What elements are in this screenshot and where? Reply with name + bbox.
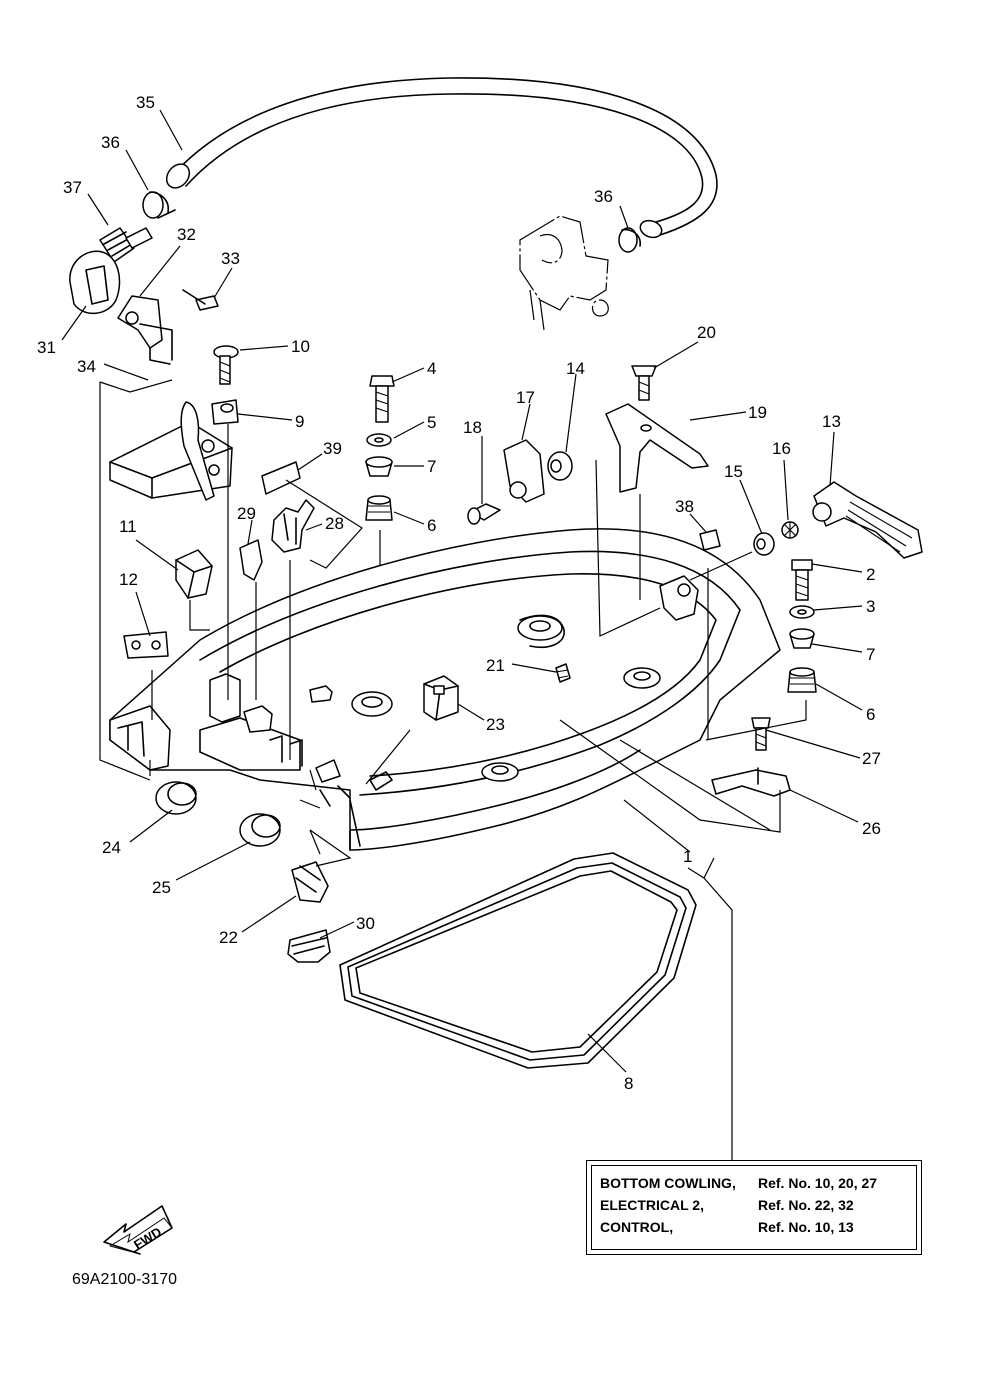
- reference-group: BOTTOM COWLING,: [600, 1175, 736, 1191]
- callout-26: 26: [862, 819, 881, 838]
- callout-7-right: 7: [866, 645, 875, 664]
- mount-hardware-center: [365, 375, 395, 700]
- callout-39: 39: [323, 439, 342, 458]
- callout-2: 2: [866, 565, 875, 584]
- lever-bracket-left: [109, 345, 239, 501]
- callout-29: 29: [237, 504, 256, 523]
- callout-28: 28: [325, 514, 344, 533]
- callout-6-center: 6: [427, 516, 436, 535]
- callout-1: 1: [683, 847, 692, 866]
- callout-17: 17: [516, 388, 535, 407]
- callout-4: 4: [427, 359, 436, 378]
- callout-10: 10: [291, 337, 310, 356]
- fwd-arrow-icon: FWD: [103, 1205, 173, 1255]
- callout-leaders: [61, 109, 863, 1160]
- callout-15: 15: [724, 462, 743, 481]
- callout-36-right: 36: [594, 187, 613, 206]
- callout-8: 8: [624, 1074, 633, 1093]
- diagram-code: 69A2100-3170: [72, 1271, 177, 1288]
- plugs-22-24-25-30: [155, 781, 331, 963]
- callout-38: 38: [675, 497, 694, 516]
- callout-14: 14: [566, 359, 585, 378]
- callout-24: 24: [102, 838, 121, 857]
- carburetor-reference: [519, 215, 641, 331]
- label-39: [261, 461, 301, 495]
- callout-16: 16: [772, 439, 791, 458]
- callout-33: 33: [221, 249, 240, 268]
- seal-8: [339, 852, 697, 1069]
- control-parts-right: [467, 365, 923, 559]
- fuel-fittings-left: [69, 191, 219, 365]
- reference-table: BOTTOM COWLING, Ref. No. 10, 20, 27 ELEC…: [586, 1160, 922, 1255]
- reference-numbers: Ref. No. 10, 20, 27: [758, 1175, 878, 1191]
- callout-13: 13: [822, 412, 841, 431]
- callout-18: 18: [463, 418, 482, 437]
- callout-19: 19: [748, 403, 767, 422]
- assembly-lines: [99, 379, 807, 867]
- callout-37: 37: [63, 178, 82, 197]
- callout-7-center: 7: [427, 457, 436, 476]
- callout-numbers: 35 36 37 32 33 31 36 10 34 4 9 5 7 39 6 …: [37, 93, 881, 1093]
- callout-12: 12: [119, 570, 138, 589]
- reference-row: BOTTOM COWLING, Ref. No. 10, 20, 27: [600, 1172, 908, 1194]
- callout-32: 32: [177, 225, 196, 244]
- grommets-21-23: [423, 663, 571, 721]
- grommets-11-12: [123, 549, 213, 659]
- clips-28-29: [239, 499, 315, 581]
- callout-27: 27: [862, 749, 881, 768]
- reference-row: ELECTRICAL 2, Ref. No. 22, 32: [600, 1194, 908, 1216]
- reference-row: CONTROL, Ref. No. 10, 13: [600, 1216, 908, 1238]
- callout-36-top: 36: [101, 133, 120, 152]
- callout-31: 31: [37, 338, 56, 357]
- parts-26-27: [711, 717, 791, 797]
- callout-35: 35: [136, 93, 155, 112]
- callout-3: 3: [866, 597, 875, 616]
- callout-22: 22: [219, 928, 238, 947]
- reference-group: ELECTRICAL 2,: [600, 1197, 704, 1213]
- callout-21: 21: [486, 656, 505, 675]
- reference-group: CONTROL,: [600, 1219, 674, 1235]
- mount-hardware-right: [787, 559, 817, 693]
- hose-35: [165, 77, 718, 239]
- callout-6-right: 6: [866, 705, 875, 724]
- reference-numbers: Ref. No. 22, 32: [758, 1197, 854, 1213]
- callout-11: 11: [119, 517, 137, 536]
- callout-25: 25: [152, 878, 171, 897]
- callout-23: 23: [486, 715, 505, 734]
- callout-20: 20: [697, 323, 716, 342]
- reference-table-inner: BOTTOM COWLING, Ref. No. 10, 20, 27 ELEC…: [591, 1165, 917, 1250]
- callout-30: 30: [356, 914, 375, 933]
- callout-9: 9: [295, 412, 304, 431]
- callout-34: 34: [77, 357, 96, 376]
- callout-5: 5: [427, 413, 436, 432]
- reference-numbers: Ref. No. 10, 13: [758, 1219, 854, 1235]
